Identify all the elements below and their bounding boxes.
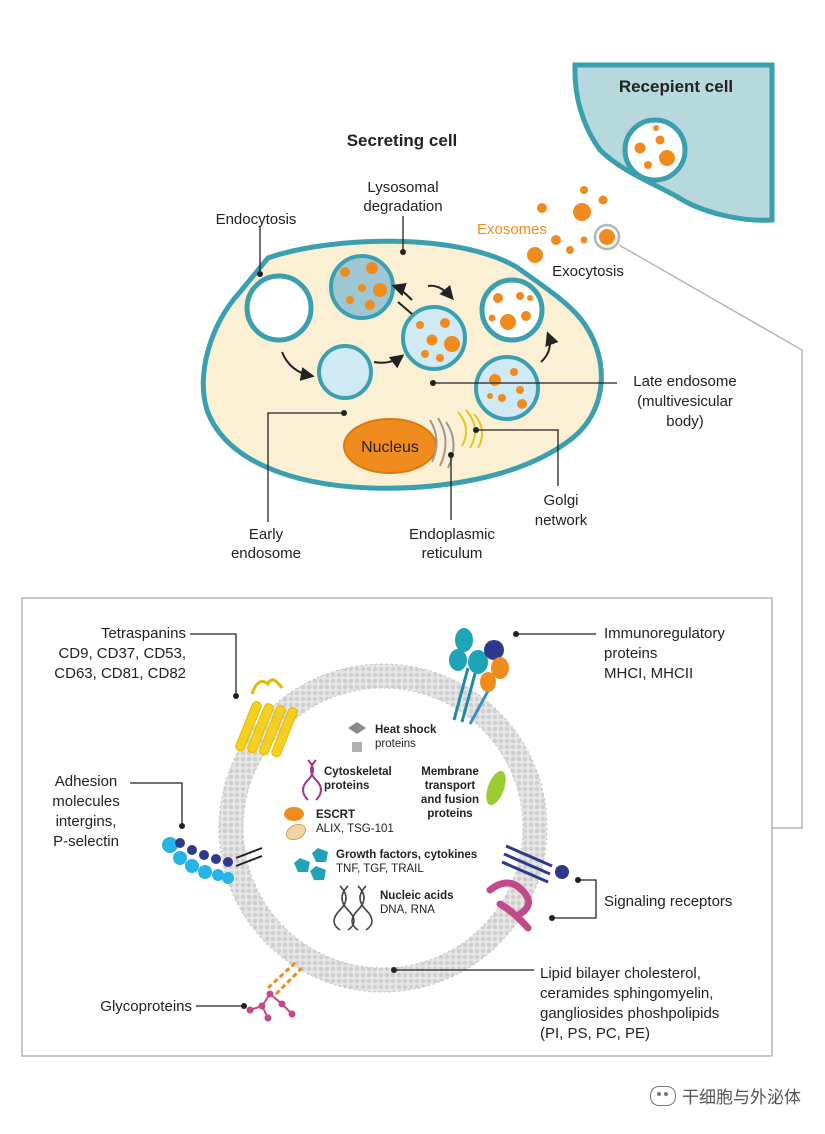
exosomes-label: Exosomes [477,221,547,238]
cytoskeletal-label-1: Cytoskeletal [324,766,392,778]
watermark-text: 干细胞与外泌体 [682,1088,801,1108]
cytoskeletal-icon [302,759,322,801]
tetraspanins-label-3: CD63, CD81, CD82 [54,665,186,682]
late-endosome-label-1: Late endosome [633,373,736,390]
late-endosome [474,355,540,421]
late-endosome-label-2: (multivesicular [637,393,733,410]
secreting-cell-label: Secreting cell [347,131,458,150]
golgi-label-2: network [535,512,588,529]
nucleus-label: Nucleus [361,439,419,456]
mhc-protein-icon [449,628,509,725]
lysosome [329,254,395,320]
adhesion-label-1: Adhesion [55,773,118,790]
nucleic-label-1: Nucleic acids [380,890,454,902]
immuno-label-3: MHCI, MHCII [604,665,693,682]
adhesion-molecule-icon [162,837,263,884]
adhesion-label-3: intergins, [56,813,117,830]
escrt-icon [284,807,307,841]
adhesion-label-4: P-selectin [53,833,119,850]
top-leader-lines [257,216,617,522]
endoplasmic-reticulum-icon [429,417,455,469]
membrane-label-3: and fusion [421,794,479,806]
signaling-receptor-icon [486,844,569,932]
growth-label-1: Growth factors, cytokines [336,849,477,861]
immuno-label-2: proteins [604,645,657,662]
lipid-label-1: Lipid bilayer cholesterol, [540,965,701,982]
recipient-cell-label: Recepient cell [619,77,733,96]
early-endosome [317,344,373,400]
exosome-particles [527,186,621,263]
lysosomal-label-2: degradation [363,198,442,215]
bottom-leader-lines [130,631,597,1009]
glycoprotein-icon [246,960,304,1022]
lipid-label-3: gangliosides phoshpolipids [540,1005,719,1022]
lipid-bilayer [218,663,548,993]
adhesion-label-2: molecules [52,793,120,810]
exocytosis-label: Exocytosis [552,263,624,280]
tetraspanins-label-2: CD9, CD37, CD53, [58,645,186,662]
recipient-cell: Recepient cell [572,62,775,223]
er-label-2: reticulum [422,545,483,562]
lipid-label-2: ceramides sphingomyelin, [540,985,713,1002]
cytoskeletal-label-2: proteins [324,780,369,792]
growth-label-2: TNF, TGF, TRAIL [336,863,424,875]
glycoproteins-label: Glycoproteins [100,998,192,1015]
growth-factor-icon [294,848,328,880]
pathway-arrows [281,282,559,381]
membrane-label-4: proteins [427,808,472,820]
zoom-connector [618,244,803,829]
membrane-label-2: transport [425,780,476,792]
late-endosome-label-3: body) [666,413,704,430]
er-label-1: Endoplasmic [409,526,495,543]
membrane-transport-icon [486,770,506,806]
tetraspanins-label-1: Tetraspanins [101,625,186,642]
membrane-label-1: Membrane [421,766,479,778]
exocytic-mvb [479,277,545,343]
lipid-label-4: (PI, PS, PC, PE) [540,1025,650,1042]
early-endosome-label-1: Early [249,526,284,543]
nucleic-label-2: DNA, RNA [380,904,435,916]
early-endosome-label-2: endosome [231,545,301,562]
immuno-label-1: Immunoregulatory [604,625,725,642]
golgi-label-1: Golgi [543,492,578,509]
tetraspanin-icon [235,678,298,758]
heat-shock-label-1: Heat shock [375,724,437,736]
endocytic-pit [244,273,314,343]
escrt-label-1: ESCRT [316,809,355,821]
endocytosis-label: Endocytosis [216,211,297,228]
dna-icon [333,885,373,931]
heat-shock-label-2: proteins [375,738,416,750]
lysosomal-label-1: Lysosomal [367,179,438,196]
watermark: 干细胞与外泌体 [650,1083,801,1108]
zoom-circle [593,223,621,251]
escrt-label-2: ALIX, TSG-101 [316,823,394,835]
wechat-icon [650,1085,676,1106]
multivesicular-body [401,305,467,371]
signaling-label: Signaling receptors [604,893,732,910]
heat-shock-icon [348,722,366,752]
